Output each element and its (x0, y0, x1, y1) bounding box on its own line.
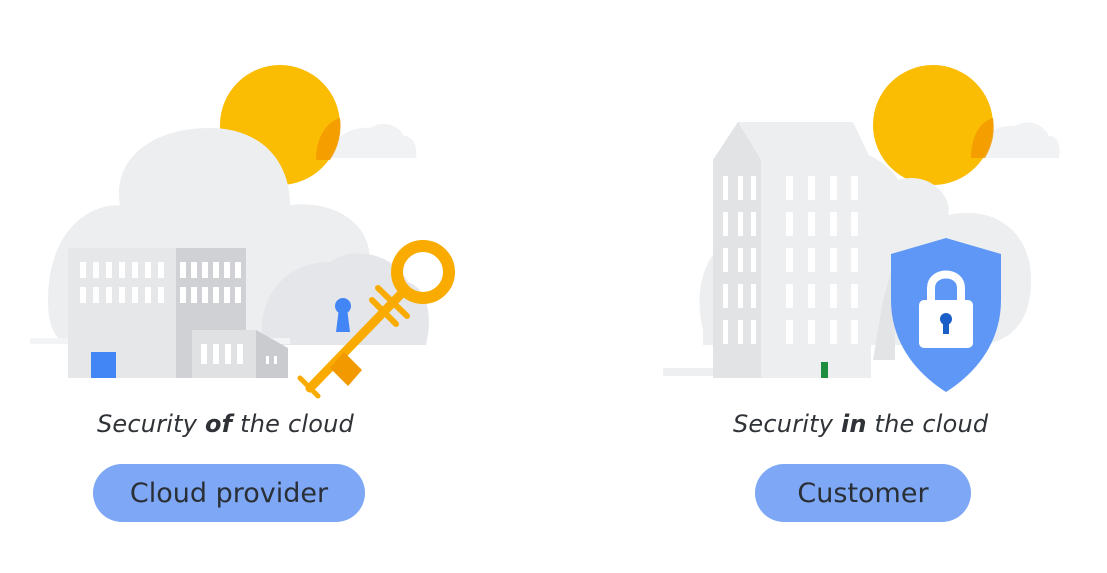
caption-suffix: the cloud (232, 410, 354, 438)
security-of-cloud-caption: Security of the cloud (97, 410, 354, 438)
office-buildings-icon (68, 248, 288, 378)
security-in-cloud-caption: Security in the cloud (733, 410, 988, 438)
customer-button[interactable]: Customer (755, 464, 971, 522)
cloud-provider-button[interactable]: Cloud provider (93, 464, 365, 522)
keyhole-icon (335, 298, 351, 332)
cloud-provider-panel: Security of the cloud Cloud provider (0, 0, 553, 573)
key-icon (297, 240, 455, 399)
tall-building-icon (713, 122, 871, 378)
small-cloud-icon (330, 123, 417, 158)
cloud-provider-illustration (30, 65, 455, 399)
door-icon (91, 352, 116, 378)
caption-emphasis: in (840, 410, 867, 438)
caption-emphasis: of (204, 410, 233, 438)
padlock-icon (919, 270, 973, 348)
door-icon (821, 362, 828, 378)
small-cloud-icon (973, 122, 1060, 158)
caption-prefix: Security (97, 410, 205, 438)
caption-prefix: Security (733, 410, 841, 438)
sun-icon (873, 65, 994, 185)
customer-panel: Security in the cloud Customer (553, 0, 1106, 573)
caption-suffix: the cloud (866, 410, 989, 438)
customer-illustration (663, 65, 1060, 392)
